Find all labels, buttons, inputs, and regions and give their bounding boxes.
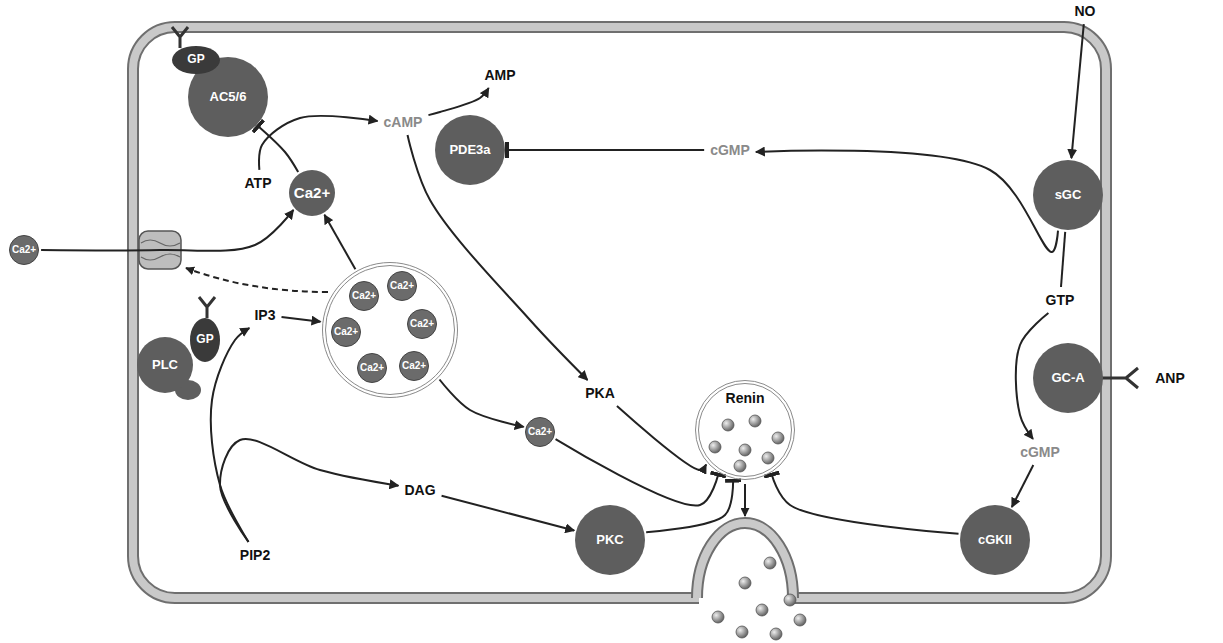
inhibition-connector: [556, 439, 719, 505]
molecule-label: GTP: [1043, 290, 1078, 310]
protein-circle: GC-A: [1033, 343, 1103, 413]
node-label: cGMP: [1020, 444, 1060, 460]
second-messenger: cAMP: [381, 112, 426, 132]
protein-circle: PLC: [137, 337, 193, 393]
receptor-symbol: [172, 27, 188, 48]
calcium-ion: Ca2+: [399, 351, 429, 381]
molecule-label: PKA: [582, 383, 618, 403]
second-messenger: cGMP: [707, 140, 753, 160]
activation-connector: [428, 88, 488, 115]
activation-connector: [211, 328, 250, 542]
molecule-label: IP3: [251, 305, 278, 325]
exocytosis-pore: [697, 523, 793, 598]
node-label: ANP: [1155, 370, 1185, 386]
inhibition-connector: [258, 126, 298, 172]
receptor-symbol: [1101, 368, 1138, 388]
protein-circle: PDE3a: [435, 115, 505, 185]
inhibition-connector: [507, 149, 704, 151]
node-label: PKA: [585, 385, 615, 401]
node-label: cGMP: [710, 142, 750, 158]
calcium-ion: Ca2+: [9, 235, 39, 265]
calcium-ion: Ca2+: [407, 309, 437, 339]
protein-circle: sGC: [1033, 160, 1103, 230]
inhibition-connector: [772, 475, 959, 534]
node-label: Ca2+: [402, 360, 426, 372]
node-label: GP: [196, 333, 213, 347]
cell-membrane: [133, 27, 1106, 598]
calcium-ion: Ca2+: [349, 281, 379, 311]
molecule-label: PIP2: [237, 545, 273, 565]
node-label: GTP: [1046, 292, 1075, 308]
receptor-symbol: [199, 297, 215, 318]
node-label: Ca2+: [410, 318, 434, 330]
node-label: PKC: [596, 533, 623, 548]
node-label: NO: [1075, 3, 1096, 19]
node-label: AMP: [484, 67, 515, 83]
activation-connector: [41, 210, 293, 251]
node-label: PLC: [152, 358, 178, 373]
cell-membrane-core: [133, 27, 1106, 598]
node-label: ATP: [245, 175, 272, 191]
molecule-label: AMP: [481, 65, 518, 85]
protein-circle: PKC: [575, 505, 645, 575]
node-label: IP3: [254, 307, 275, 323]
node-label: Renin: [726, 390, 765, 406]
activation-connector: [324, 215, 355, 269]
inhibition-connector: [646, 481, 733, 533]
activation-connector: [1012, 465, 1033, 507]
node-label: sGC: [1055, 188, 1082, 203]
node-label: Ca2+: [360, 362, 384, 374]
molecule-label: ANP: [1152, 368, 1188, 388]
node-label: Ca2+: [352, 290, 376, 302]
renin-granule: [709, 415, 806, 640]
molecule-label: ATP: [242, 173, 275, 193]
activation-connector: [1071, 24, 1083, 158]
g-protein: GP: [172, 46, 220, 74]
node-label: GC-A: [1051, 371, 1084, 386]
calcium-store: Ca2+ Ca2+ Ca2+ Ca2+ Ca2+ Ca2+: [322, 262, 458, 398]
node-label: Ca2+: [12, 244, 36, 256]
node-label: cAMP: [384, 114, 423, 130]
node-label: PIP2: [240, 547, 270, 563]
g-protein: GP: [190, 318, 220, 362]
calcium-ion: Ca2+: [357, 353, 387, 383]
activation-connector: [617, 406, 706, 470]
node-label: AC5/6: [210, 90, 247, 105]
calcium-ion: Ca2+: [525, 417, 555, 447]
node-label: Ca2+: [294, 184, 330, 201]
activation-connector: [442, 496, 575, 531]
pore-gap: [699, 589, 791, 607]
molecule-label: NO: [1072, 1, 1099, 21]
node-label: Ca2+: [528, 426, 552, 438]
activation-connector: [282, 317, 321, 322]
release-arrow: [744, 484, 746, 516]
activation-connector: [756, 150, 1058, 252]
calcium-ion: Ca2+: [387, 271, 417, 301]
node-label: cGKII: [978, 533, 1012, 548]
activation-connector: [1061, 232, 1065, 287]
protein-circle: cGKII: [960, 505, 1030, 575]
molecule-label: DAG: [401, 480, 438, 500]
activation-connector: [439, 379, 523, 426]
calcium-ion: Ca2+: [289, 170, 335, 216]
exocytosis-pore-core: [697, 523, 793, 598]
node-label: Ca2+: [334, 326, 358, 338]
node-label: DAG: [404, 482, 435, 498]
second-messenger: cGMP: [1017, 442, 1063, 462]
node-label: PDE3a: [449, 143, 490, 158]
activation-connector: [220, 439, 398, 542]
node-label: Ca2+: [390, 280, 414, 292]
dashed-arrow: [186, 268, 328, 292]
calcium-ion: Ca2+: [331, 317, 361, 347]
renin-vesicle: Renin: [695, 380, 795, 480]
activation-connector: [408, 135, 588, 380]
node-label: GP: [187, 53, 204, 67]
